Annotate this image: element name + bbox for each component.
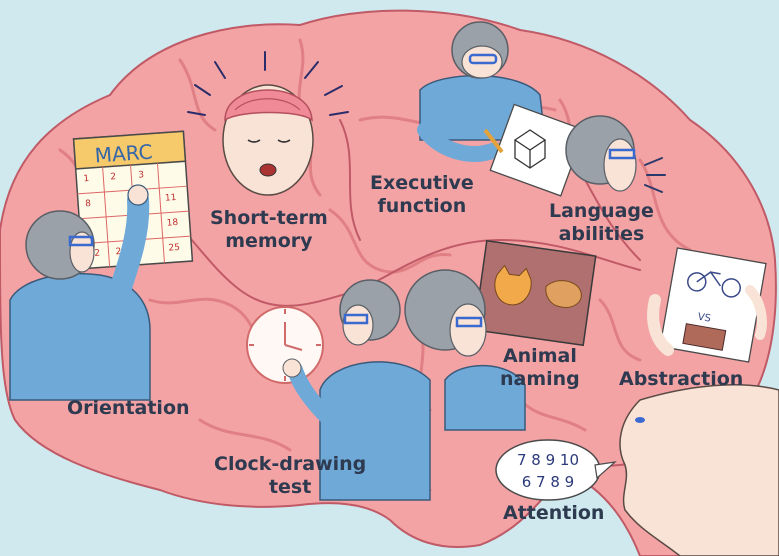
memory-head xyxy=(187,51,349,196)
label-line: Animal xyxy=(502,345,577,367)
calendar-day: 3 xyxy=(138,170,144,180)
label-line: Short-term xyxy=(210,207,328,229)
attention-digits-row2: 6 7 8 9 xyxy=(522,473,574,491)
label-line: abilities xyxy=(558,223,645,245)
calendar-day: 25 xyxy=(168,243,180,254)
label-language-abilities: Language abilities xyxy=(549,200,654,246)
label-short-term-memory: Short-term memory xyxy=(210,207,328,253)
clock-person xyxy=(246,279,431,501)
vs-text: VS xyxy=(697,312,712,325)
label-line: test xyxy=(268,476,312,498)
label-executive-function: Executive function xyxy=(370,172,474,218)
label-line: Executive xyxy=(370,172,474,194)
label-line: naming xyxy=(500,368,580,390)
calendar-day: 1 xyxy=(83,174,89,184)
label-abstraction: Abstraction xyxy=(619,368,744,390)
calendar-day: 18 xyxy=(166,218,178,229)
speech-bubble: 7 8 9 10 6 7 8 9 xyxy=(495,439,617,501)
abstraction-card: VS xyxy=(647,247,767,363)
animal-picture xyxy=(473,239,597,347)
label-attention: Attention xyxy=(503,502,605,524)
attention-digits-row1: 7 8 9 10 xyxy=(517,451,579,469)
attention-face xyxy=(619,384,779,556)
label-line: function xyxy=(377,195,467,217)
label-animal-naming: Animal naming xyxy=(500,345,580,391)
label-line: Clock-drawing xyxy=(214,453,367,475)
calendar-month: MARC xyxy=(94,140,153,168)
calendar-day: 2 xyxy=(110,172,116,182)
calendar: MARC 1 2 3 8 11 18 22 23 25 xyxy=(72,130,194,270)
calendar-day: 11 xyxy=(165,193,177,204)
label-line: memory xyxy=(225,230,313,252)
orientation-person xyxy=(9,184,151,401)
calendar-day: 8 xyxy=(85,199,92,209)
language-person xyxy=(565,115,666,193)
label-clock-drawing-test: Clock-drawing test xyxy=(214,453,366,499)
animal-naming-person xyxy=(404,269,526,431)
label-line: Language xyxy=(549,200,654,222)
label-orientation: Orientation xyxy=(67,397,190,419)
